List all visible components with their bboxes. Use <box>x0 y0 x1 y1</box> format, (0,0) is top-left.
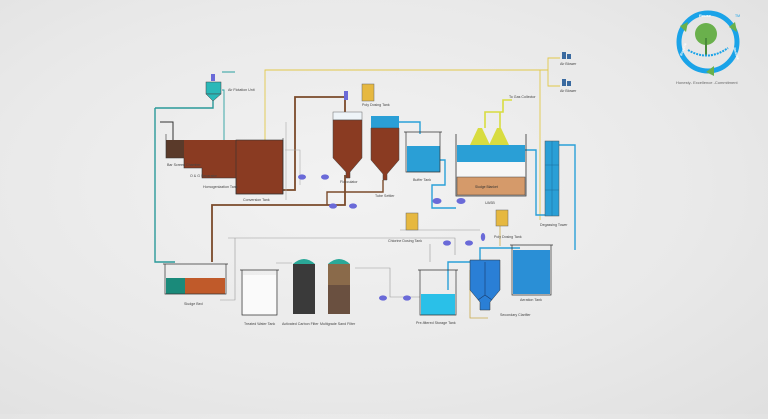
blue-pipe-2 <box>431 159 456 209</box>
motor-icon <box>344 91 348 100</box>
storage-tank-label: Pre-filtered Storage Tank <box>416 321 456 325</box>
poly-dosing-tank-top: Poly Dosing Tank <box>361 83 390 107</box>
sludge-blanket-label: Sludge Blanket <box>475 185 498 189</box>
aeration-tank-label: Aeration Tank <box>520 298 542 302</box>
pump-icon <box>298 174 306 180</box>
degassing-tower-label: Degassing Tower <box>540 223 568 227</box>
uasb-label: UASB <box>485 201 495 205</box>
buffer-tank: Buffer Tank <box>404 131 442 182</box>
blower-icon <box>562 52 566 59</box>
brown-pipe-1 <box>283 96 346 191</box>
gas-pipe <box>484 99 512 128</box>
air-blower-2-label: Air Blower <box>560 89 577 93</box>
blue-pipe-4 <box>479 247 520 260</box>
multigrade-sand-filter-label: Multigrade Sand Filter <box>320 322 356 326</box>
pump-icon <box>480 233 486 241</box>
multigrade-sand-filter: Multigrade Sand Filter <box>320 259 356 326</box>
sludge-bed-label: Sludge Bed <box>184 302 203 306</box>
tube-settler-label: Tube Settler <box>375 194 395 198</box>
pump-icon <box>379 295 387 301</box>
logo-left-text: Recycle <box>679 42 687 56</box>
blower-pipe <box>540 57 560 87</box>
air-flotation-unit-label: Air Flotation Unit <box>228 88 255 92</box>
secondary-clarifier-label: Secondary Clarifier <box>500 313 531 317</box>
brown-pipe-3 <box>326 180 384 205</box>
pump-icon <box>321 174 329 180</box>
grey-pipe-2 <box>220 237 456 301</box>
pipes <box>154 57 576 319</box>
secondary-clarifier: Secondary Clarifier <box>469 259 531 317</box>
chlorine-dosing-tank-label: Chlorine Dosing Tank <box>388 239 422 243</box>
logo-tagline: Honesty- Excellence -Commitment <box>676 80 738 85</box>
homogenization-tank-label: Homogenization Tank <box>203 185 238 189</box>
buffer-tank-label: Buffer Tank <box>413 178 431 182</box>
chlorine-dosing-tank: Chlorine Dosing Tank <box>388 212 422 243</box>
pump-icon <box>329 203 337 209</box>
conversion-tank-label: Conversion Tank <box>243 198 270 202</box>
pump-icon <box>443 240 451 246</box>
blower-icon <box>562 79 566 86</box>
blue-pipe-1 <box>398 121 421 134</box>
flocculator: Flocculator <box>332 91 363 184</box>
tube-settler: Tube Settler <box>370 116 400 198</box>
treated-water-tank-label: Treated Water Tank <box>244 322 275 326</box>
grey-pipe-3 <box>400 229 480 262</box>
primary-tanks: Bar Screen Chamber O & G Separator Homog… <box>160 121 284 202</box>
air-blower-1-label: Air Blower <box>560 62 577 66</box>
to-gas-label: To Gas Collector <box>509 95 536 99</box>
sludge-bed: Sludge Bed <box>163 263 228 306</box>
pump-icon <box>349 203 357 209</box>
poly-dosing-tank-bottom: Poly Dosing Tank <box>494 209 522 239</box>
og-separator-label: O & G Separator <box>190 174 218 178</box>
air-blowers: Air Blower Air Blower <box>560 52 577 93</box>
logo-trademark: TM <box>735 14 740 18</box>
flocculator-label: Flocculator <box>340 180 358 184</box>
company-logo: Reuse Reduce Recycle TM Honesty- Excelle… <box>676 10 740 85</box>
pump-icon <box>432 198 442 204</box>
grey-pipe-1 <box>285 122 301 200</box>
storage-tank: Pre-filtered Storage Tank <box>416 269 458 325</box>
poly-dosing-tank-top-label: Poly Dosing Tank <box>362 103 390 107</box>
pumps <box>298 174 486 301</box>
blue-pipe-5 <box>447 261 470 290</box>
degassing-tower: Degassing Tower <box>540 140 568 227</box>
pump-icon <box>403 295 411 301</box>
activated-carbon-filter: Activated Carbon Filter <box>282 259 319 326</box>
afu-pipe <box>222 71 235 140</box>
aeration-tank: Aeration Tank <box>510 244 553 302</box>
brown-pipe-2 <box>211 175 346 262</box>
poly-dosing-tank-bottom-label: Poly Dosing Tank <box>494 235 522 239</box>
teal-pipe <box>154 100 214 263</box>
pump-icon <box>456 198 466 204</box>
pump-icon <box>465 240 473 246</box>
activated-carbon-filter-label: Activated Carbon Filter <box>282 322 319 326</box>
blue-pipe-3 <box>525 144 576 250</box>
bar-screen-label: Bar Screen Chamber <box>167 163 202 167</box>
uasb-reactor: Sludge Blanket UASB To Gas Collector <box>455 95 536 205</box>
yellow-air-pipe <box>264 69 541 220</box>
treated-water-tank: Treated Water Tank <box>240 269 279 326</box>
motor-icon <box>211 74 215 81</box>
logo-right-text: Reduce <box>732 47 740 60</box>
logo-top-text: Reuse <box>699 13 712 18</box>
air-flotation-unit: Air Flotation Unit <box>205 74 255 102</box>
